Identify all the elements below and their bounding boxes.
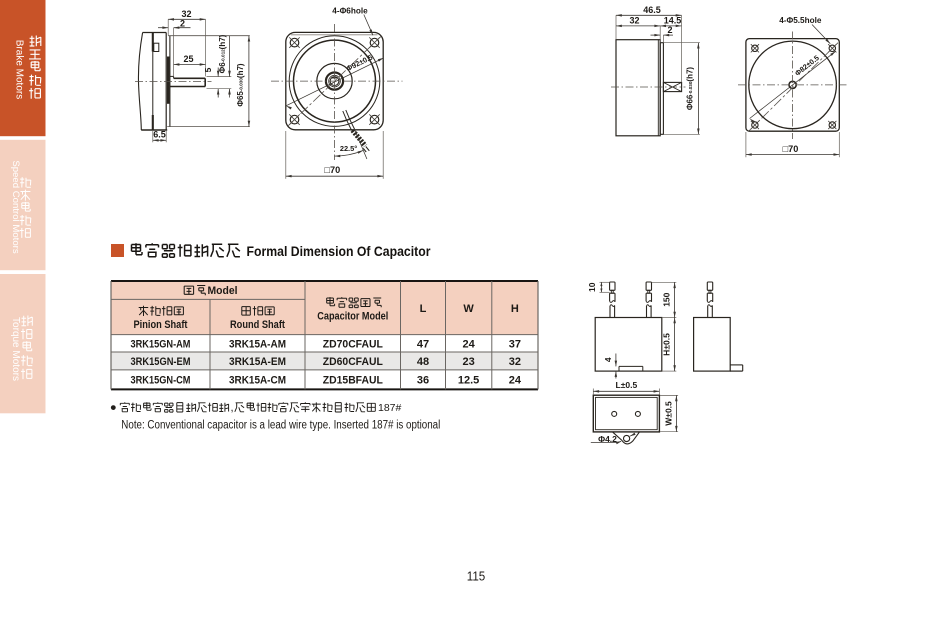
svg-text:3RK15A-CM: 3RK15A-CM — [229, 374, 286, 386]
svg-text:Note: Conventional capacitor i: Note: Conventional capacitor is a lead w… — [121, 419, 440, 431]
svg-text:4-Φ5.5hole: 4-Φ5.5hole — [779, 16, 822, 25]
svg-text:5: 5 — [203, 67, 213, 72]
svg-text:Pinion Shaft: Pinion Shaft — [134, 319, 188, 331]
svg-text:Torque Motors: Torque Motors — [10, 317, 21, 381]
svg-text:47: 47 — [417, 338, 429, 350]
svg-text:2: 2 — [180, 18, 185, 28]
svg-text:32: 32 — [181, 9, 191, 19]
svg-text:3RK15GN-EM: 3RK15GN-EM — [131, 356, 191, 368]
svg-text:4-Φ6hole: 4-Φ6hole — [332, 6, 368, 15]
svg-text:12.5: 12.5 — [458, 374, 479, 386]
svg-text:3RK15A-AM: 3RK15A-AM — [229, 338, 286, 350]
svg-text:Capacitor Model: Capacitor Model — [317, 310, 388, 322]
svg-text:ZD60CFAUL: ZD60CFAUL — [323, 356, 383, 368]
svg-text:24: 24 — [462, 338, 475, 350]
svg-text:22.5°: 22.5° — [340, 144, 357, 153]
svg-text:W: W — [463, 303, 474, 315]
svg-text:W±0.5: W±0.5 — [663, 401, 673, 426]
svg-text:Brake Motors: Brake Motors — [14, 40, 25, 99]
svg-text:,: , — [231, 402, 234, 414]
svg-text:Speed Control Motors: Speed Control Motors — [10, 160, 21, 254]
svg-text:Round Shaft: Round Shaft — [230, 319, 285, 331]
svg-text:32: 32 — [629, 15, 639, 25]
svg-text:10: 10 — [587, 282, 597, 292]
svg-text:L: L — [420, 303, 427, 315]
svg-text:2: 2 — [667, 25, 672, 35]
svg-text:25: 25 — [183, 54, 193, 64]
svg-text:Φ4.2: Φ4.2 — [598, 434, 617, 444]
svg-text:36: 36 — [417, 374, 429, 386]
svg-text:ZD15BFAUL: ZD15BFAUL — [323, 374, 383, 386]
svg-text:Φ66-0.030(h7): Φ66-0.030(h7) — [686, 67, 695, 111]
svg-text:150: 150 — [662, 292, 672, 306]
svg-text:□70: □70 — [783, 144, 799, 154]
svg-text:□70: □70 — [324, 165, 340, 175]
svg-text:23: 23 — [462, 356, 474, 368]
svg-text:H: H — [511, 303, 519, 315]
svg-text:6.5: 6.5 — [153, 130, 166, 140]
svg-text:L±0.5: L±0.5 — [616, 380, 638, 390]
svg-text:3RK15A-EM: 3RK15A-EM — [229, 356, 286, 368]
svg-text:37: 37 — [509, 338, 521, 350]
svg-text:3RK15GN-CM: 3RK15GN-CM — [131, 374, 191, 386]
svg-text:4: 4 — [603, 357, 613, 362]
svg-text:46.5: 46.5 — [643, 5, 661, 15]
svg-text:H±0.5: H±0.5 — [662, 333, 672, 356]
svg-text:14.5: 14.5 — [664, 15, 682, 25]
svg-text:Model: Model — [208, 285, 238, 297]
svg-text:48: 48 — [417, 356, 429, 368]
svg-text:Φ65-0.030(h7): Φ65-0.030(h7) — [236, 63, 245, 107]
svg-text:32: 32 — [509, 356, 521, 368]
svg-text:Φ6-0.012(h7): Φ6-0.012(h7) — [218, 34, 227, 73]
svg-text:115: 115 — [467, 568, 486, 583]
svg-text:187#: 187# — [378, 402, 402, 414]
svg-text:ZD70CFAUL: ZD70CFAUL — [323, 338, 383, 350]
svg-text:24: 24 — [509, 374, 522, 386]
svg-text:3RK15GN-AM: 3RK15GN-AM — [131, 338, 191, 350]
svg-text:Formal Dimension Of Capacitor: Formal Dimension Of Capacitor — [247, 243, 431, 259]
